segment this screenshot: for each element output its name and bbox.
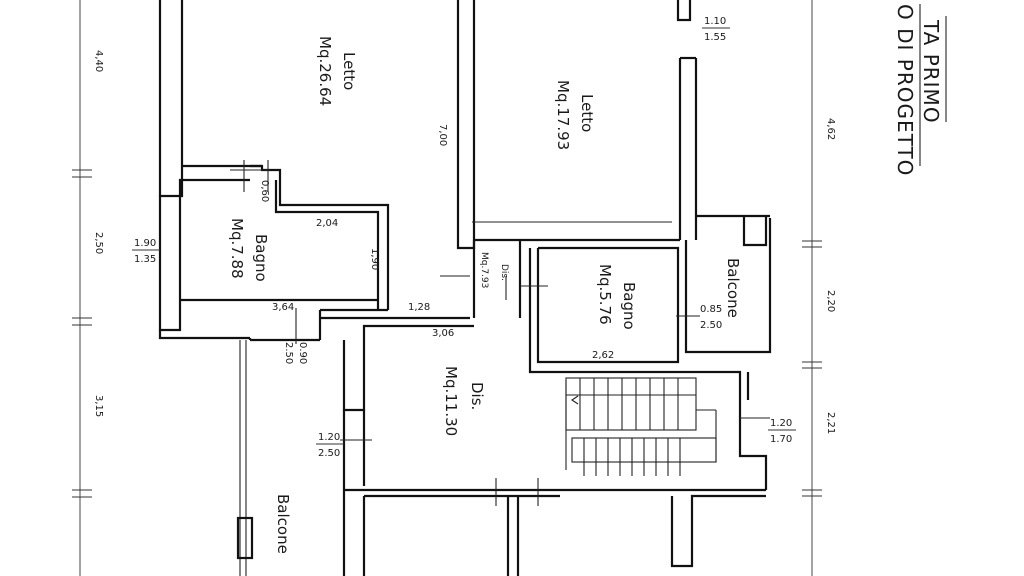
room-letto-1-area: Mq.26.64: [316, 36, 334, 106]
dim-3-64: 3,64: [272, 302, 294, 313]
room-bagno-2-area: Mq.5.76: [596, 264, 614, 325]
dim-win-top-a: 1.10: [704, 16, 726, 27]
room-bagno-1: Bagno Mq.7.88: [228, 218, 270, 282]
dim-left-win-b: 1.35: [134, 254, 156, 265]
left-dimension-chain: 4,40 2,50 3,15: [72, 0, 104, 576]
room-dis-main-name: Dis.: [468, 382, 486, 410]
dim-left-4-40: 4,40: [93, 50, 104, 72]
dim-bagno2-win-a: 0.85: [700, 304, 722, 315]
dim-height-7-00: 7,00: [437, 124, 448, 146]
room-balcone-right: Balcone: [724, 258, 742, 318]
room-letto-1-name: Letto: [340, 52, 358, 90]
dim-dis-win-b: 2.50: [318, 448, 340, 459]
room-letto-2: Letto Mq.17.93: [554, 80, 596, 150]
room-dis-small: Dis. Mq.7.93: [479, 252, 509, 288]
room-bagno-2-name: Bagno: [620, 282, 638, 330]
dim-bagno2-win-b: 2.50: [700, 320, 722, 331]
room-dis-main-area: Mq.11.30: [442, 366, 460, 436]
room-letto-1: Letto Mq.26.64: [316, 36, 358, 106]
room-balcone-right-name: Balcone: [724, 258, 742, 318]
title-line-2: O DI PROGETTO: [893, 4, 917, 176]
dim-right-2-20: 2,20: [825, 290, 836, 312]
title-line-1: TA PRIMO: [919, 19, 943, 124]
room-letto-2-name: Letto: [578, 94, 596, 132]
dim-0-60: 0,60: [259, 180, 270, 202]
right-dimension-chain: 4,62 2,20 2,21: [802, 0, 836, 576]
room-dis-small-area: Mq.7.93: [479, 252, 489, 288]
openings: [230, 160, 770, 506]
dim-win-250: 2.50: [283, 342, 294, 364]
dim-left-2-50: 2,50: [93, 232, 104, 254]
dim-stair-win-a: 1.20: [770, 418, 792, 429]
dim-3-06: 3,06: [432, 328, 454, 339]
room-dis-main: Dis. Mq.11.30: [442, 366, 486, 436]
room-bagno-1-area: Mq.7.88: [228, 218, 246, 279]
dim-2-04: 2,04: [316, 218, 338, 229]
dim-left-win-a: 1.90: [134, 238, 156, 249]
room-bagno-2: Bagno Mq.5.76: [596, 264, 638, 330]
dim-win-090: 0.90: [297, 342, 308, 364]
staircase: [565, 377, 717, 476]
room-letto-2-area: Mq.17.93: [554, 80, 572, 150]
dim-left-3-15: 3,15: [93, 395, 104, 417]
dim-stair-win-b: 1.70: [770, 434, 792, 445]
room-bagno-1-name: Bagno: [252, 234, 270, 282]
dim-right-4-62: 4,62: [825, 118, 836, 140]
plan-title: TA PRIMO O DI PROGETTO: [893, 4, 947, 176]
dim-1-28: 1,28: [408, 302, 430, 313]
room-balcone-bottom: Balcone: [274, 494, 292, 554]
room-dis-small-name: Dis.: [499, 264, 509, 281]
dim-dis-win-a: 1.20: [318, 432, 340, 443]
dim-win-top-b: 1.55: [704, 32, 726, 43]
room-balcone-bottom-name: Balcone: [274, 494, 292, 554]
dim-2-62: 2,62: [592, 350, 614, 361]
dim-1-90: 1,90: [369, 248, 380, 270]
walls: [158, 0, 772, 576]
dim-right-2-21: 2,21: [825, 412, 836, 434]
dimension-labels: 1.10 1.55 7,00 0,60 2,04 1,90 1.90 1.35 …: [132, 16, 796, 459]
